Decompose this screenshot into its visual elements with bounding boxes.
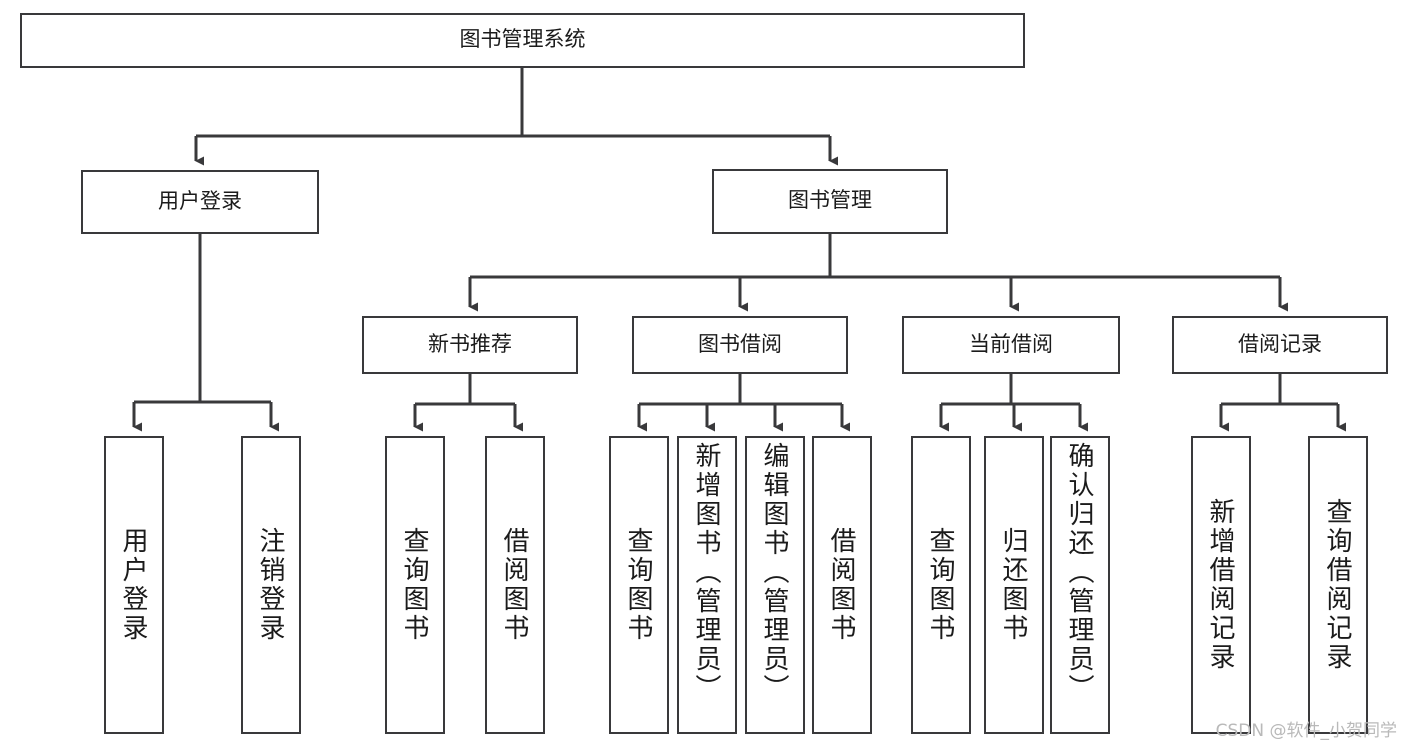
node-book-borrowing[interactable]: 图书借阅	[632, 316, 848, 374]
node-label: 编辑图书（管理员）	[760, 442, 790, 703]
node-book-management[interactable]: 图书管理	[712, 169, 948, 234]
node-label: 图书借阅	[698, 332, 782, 356]
node-user-login[interactable]: 用户登录	[81, 170, 319, 234]
node-label: 新书推荐	[428, 332, 512, 356]
node-root-system[interactable]: 图书管理系统	[20, 13, 1025, 68]
node-label: 图书管理	[788, 189, 872, 213]
node-label: 查询图书	[926, 527, 956, 643]
node-current-borrowing[interactable]: 当前借阅	[902, 316, 1120, 374]
leaf-query-books-borrowing[interactable]: 查询图书	[609, 436, 669, 734]
leaf-borrow-books-recommend[interactable]: 借阅图书	[485, 436, 545, 734]
leaf-query-books-current[interactable]: 查询图书	[911, 436, 971, 734]
leaf-user-login[interactable]: 用户登录	[104, 436, 164, 734]
node-label: 确认归还（管理员）	[1065, 442, 1095, 703]
node-label: 借阅图书	[500, 527, 530, 643]
node-label: 图书管理系统	[459, 28, 586, 52]
node-label: 新增图书（管理员）	[692, 442, 722, 703]
leaf-add-book-admin[interactable]: 新增图书（管理员）	[677, 436, 737, 734]
node-label: 当前借阅	[969, 332, 1053, 356]
leaf-add-borrow-record[interactable]: 新增借阅记录	[1191, 436, 1251, 734]
node-label: 查询图书	[624, 527, 654, 643]
node-borrow-records[interactable]: 借阅记录	[1172, 316, 1388, 374]
node-label: 用户登录	[119, 527, 149, 643]
node-label: 注销登录	[256, 527, 286, 643]
leaf-edit-book-admin[interactable]: 编辑图书（管理员）	[745, 436, 805, 734]
leaf-confirm-return-admin[interactable]: 确认归还（管理员）	[1050, 436, 1110, 734]
node-label: 查询借阅记录	[1323, 498, 1353, 672]
node-label: 新增借阅记录	[1206, 498, 1236, 672]
node-new-book-recommendation[interactable]: 新书推荐	[362, 316, 578, 374]
leaf-query-books-recommend[interactable]: 查询图书	[385, 436, 445, 734]
csdn-watermark: CSDN @软件_小贺同学	[1215, 721, 1397, 741]
node-label: 查询图书	[400, 527, 430, 643]
leaf-borrow-books[interactable]: 借阅图书	[812, 436, 872, 734]
node-label: 归还图书	[999, 527, 1029, 643]
leaf-query-borrow-record[interactable]: 查询借阅记录	[1308, 436, 1368, 734]
node-label: 借阅图书	[827, 527, 857, 643]
leaf-logout[interactable]: 注销登录	[241, 436, 301, 734]
leaf-return-books[interactable]: 归还图书	[984, 436, 1044, 734]
node-label: 用户登录	[158, 189, 242, 213]
node-label: 借阅记录	[1238, 332, 1322, 356]
